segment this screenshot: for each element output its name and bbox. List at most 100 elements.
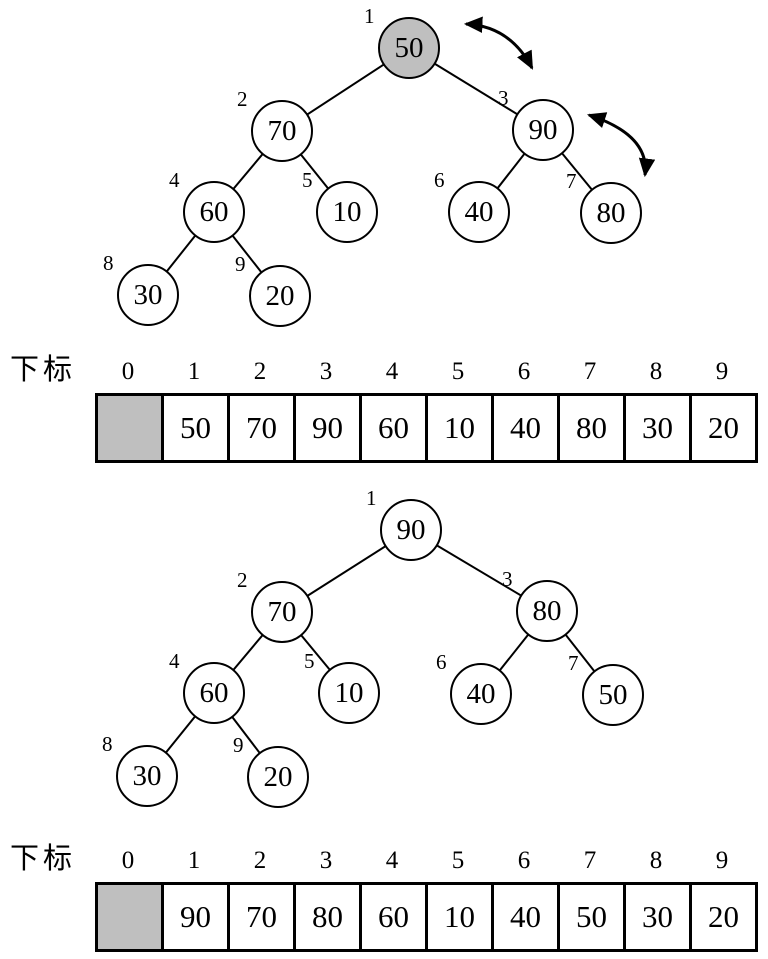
tree1-node-7: 7 80 bbox=[566, 171, 642, 244]
node-index-label: 4 bbox=[169, 168, 180, 192]
node-index-label: 9 bbox=[233, 733, 244, 757]
array-cell-9: 20 bbox=[689, 882, 758, 952]
tree1-node-3: 3 90 bbox=[498, 88, 574, 161]
array-cell-2: 70 bbox=[227, 882, 296, 952]
array-index: 9 bbox=[715, 358, 729, 385]
node-value: 50 bbox=[598, 678, 628, 711]
array2-index-row: 0 1 2 3 4 5 6 7 8 9 bbox=[95, 848, 755, 873]
array1-index-row: 0 1 2 3 4 5 6 7 8 9 bbox=[95, 359, 755, 384]
array-index: 4 bbox=[385, 358, 399, 385]
array-index: 6 bbox=[517, 358, 531, 385]
array-index: 8 bbox=[649, 358, 663, 385]
tree2-node-3: 3 80 bbox=[502, 569, 578, 642]
tree1-node-8: 8 30 bbox=[103, 253, 179, 326]
swap-arrow-icon bbox=[587, 112, 656, 178]
array-cell-1: 50 bbox=[161, 393, 230, 463]
node-value: 70 bbox=[267, 114, 297, 147]
array-cell-6: 40 bbox=[491, 882, 560, 952]
tree2-node-2: 2 70 bbox=[237, 570, 313, 643]
node-index-label: 3 bbox=[502, 567, 513, 591]
node-value: 60 bbox=[199, 676, 229, 709]
array-cell-5: 10 bbox=[425, 393, 494, 463]
node-value: 20 bbox=[263, 760, 293, 793]
array-cell-9: 20 bbox=[689, 393, 758, 463]
node-value: 80 bbox=[596, 196, 626, 229]
tree1-node-6: 6 40 bbox=[434, 170, 510, 243]
node-index-label: 8 bbox=[102, 732, 113, 756]
node-index-label: 7 bbox=[566, 169, 577, 193]
node-value: 70 bbox=[267, 595, 297, 628]
tree2-node-6: 6 40 bbox=[436, 652, 512, 725]
node-index-label: 7 bbox=[568, 651, 579, 675]
array-index: 3 bbox=[319, 358, 333, 385]
tree2-node-8: 8 30 bbox=[102, 734, 178, 807]
array-cell-5: 10 bbox=[425, 882, 494, 952]
array-cell-6: 40 bbox=[491, 393, 560, 463]
array-index: 0 bbox=[121, 847, 135, 874]
node-value: 80 bbox=[532, 594, 562, 627]
node-index-label: 2 bbox=[237, 568, 248, 592]
node-index-label: 1 bbox=[366, 486, 377, 510]
node-value: 30 bbox=[132, 759, 162, 792]
array2-block: 下标 0 1 2 3 4 5 6 7 8 9 90 70 80 60 10 40… bbox=[0, 845, 768, 957]
array2-index-label: 下标 bbox=[10, 843, 77, 875]
array-cell-3: 90 bbox=[293, 393, 362, 463]
array-index: 2 bbox=[253, 847, 267, 874]
array1-block: 下标 0 1 2 3 4 5 6 7 8 9 50 70 90 60 10 40… bbox=[0, 356, 768, 468]
tree1-node-5: 5 10 bbox=[302, 170, 378, 243]
array-index: 3 bbox=[319, 847, 333, 874]
tree1-node-2: 2 70 bbox=[237, 89, 313, 162]
tree2-node-4: 4 60 bbox=[169, 651, 245, 724]
node-value: 90 bbox=[396, 513, 426, 546]
node-index-label: 6 bbox=[436, 650, 447, 674]
tree1-node-1: 1 50 bbox=[364, 6, 440, 79]
array-index: 8 bbox=[649, 847, 663, 874]
tree2-edges bbox=[146, 529, 614, 778]
array1-index-label: 下标 bbox=[10, 354, 77, 386]
node-value: 10 bbox=[334, 676, 364, 709]
tree2-node-5: 5 10 bbox=[304, 651, 380, 724]
node-index-label: 5 bbox=[304, 649, 315, 673]
tree1-node-4: 4 60 bbox=[169, 170, 245, 243]
array-cell-7: 50 bbox=[557, 882, 626, 952]
array-index: 1 bbox=[187, 358, 201, 385]
array-index: 2 bbox=[253, 358, 267, 385]
array-cell-3: 80 bbox=[293, 882, 362, 952]
array-cell-0 bbox=[95, 393, 164, 463]
node-value: 90 bbox=[528, 113, 558, 146]
array-cell-4: 60 bbox=[359, 393, 428, 463]
array-cell-0 bbox=[95, 882, 164, 952]
node-value: 30 bbox=[133, 278, 163, 311]
tree2-node-1: 1 90 bbox=[366, 488, 442, 561]
swap-arrow-icon bbox=[463, 16, 534, 70]
array-index: 0 bbox=[121, 358, 135, 385]
node-value: 20 bbox=[265, 279, 295, 312]
node-index-label: 5 bbox=[302, 168, 313, 192]
node-index-label: 6 bbox=[434, 168, 445, 192]
tree1-node-9: 9 20 bbox=[235, 254, 311, 327]
array-cell-8: 30 bbox=[623, 882, 692, 952]
node-index-label: 3 bbox=[498, 86, 509, 110]
node-value: 60 bbox=[199, 195, 229, 228]
node-index-label: 8 bbox=[103, 251, 114, 275]
node-index-label: 4 bbox=[169, 649, 180, 673]
array-cell-4: 60 bbox=[359, 882, 428, 952]
array-index: 4 bbox=[385, 847, 399, 874]
array-index: 6 bbox=[517, 847, 531, 874]
array-cell-2: 70 bbox=[227, 393, 296, 463]
tree2-node-9: 9 20 bbox=[233, 735, 309, 808]
array-index: 9 bbox=[715, 847, 729, 874]
tree1-edges bbox=[147, 47, 612, 297]
array-cell-1: 90 bbox=[161, 882, 230, 952]
node-value: 40 bbox=[466, 677, 496, 710]
array-index: 5 bbox=[451, 847, 465, 874]
node-index-label: 2 bbox=[237, 87, 248, 111]
array2-cells: 90 70 80 60 10 40 50 30 20 bbox=[95, 882, 758, 952]
tree2-node-7: 7 50 bbox=[568, 653, 644, 726]
array-index: 5 bbox=[451, 358, 465, 385]
array1-cells: 50 70 90 60 10 40 80 30 20 bbox=[95, 393, 758, 463]
array-index: 7 bbox=[583, 358, 597, 385]
array-cell-7: 80 bbox=[557, 393, 626, 463]
